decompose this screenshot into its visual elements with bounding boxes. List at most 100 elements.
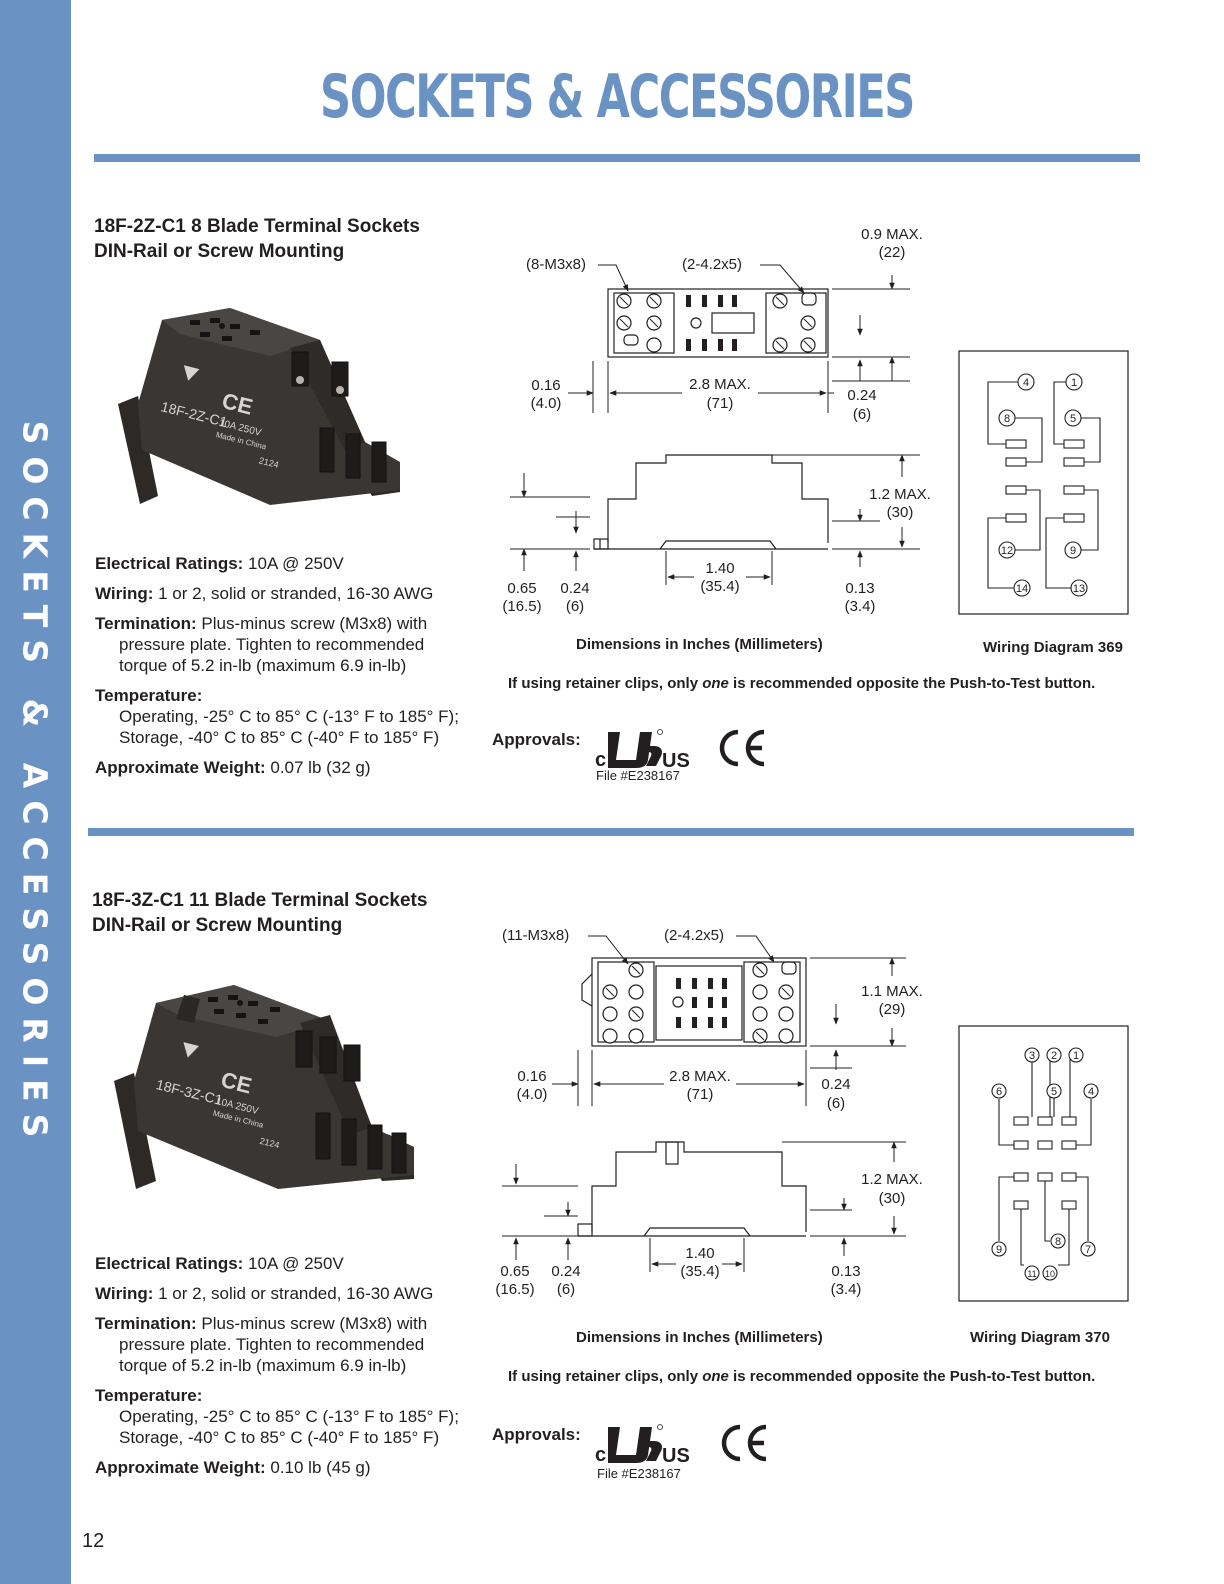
p1-height-max-mm: (22) — [879, 244, 906, 261]
electrical-value: 10A @ 250V — [243, 554, 344, 573]
weight-value: 0.07 lb (32 g) — [265, 758, 371, 777]
note-after: is recommended opposite the Push-to-Test… — [728, 1368, 1096, 1385]
product-1-photo-code: 2124 — [258, 455, 280, 470]
p1-left-offset: 0.16 — [531, 377, 560, 394]
p1-right-tab: 0.24 — [847, 387, 876, 404]
ul-c-text: c — [595, 1444, 606, 1465]
product-2-title: 18F-3Z-C1 11 Blade Terminal Sockets DIN-… — [92, 888, 427, 938]
p2-pin-5: 5 — [1051, 1086, 1057, 1098]
product-1-ce-mark-icon — [719, 729, 765, 767]
p2-height-max: 1.1 MAX. — [861, 983, 923, 1000]
product-1-approvals-label: Approvals: — [492, 730, 581, 749]
termination-line3: torque of 5.2 in-lb (maximum 6.9 in-lb) — [119, 1356, 407, 1375]
product-2-specs: Electrical Ratings: 10A @ 250V Wiring: 1… — [95, 1253, 459, 1487]
p1-pin-14: 14 — [1016, 583, 1028, 595]
product-2-ul-mark-icon: c US — [595, 1424, 690, 1465]
p2-pin-6: 6 — [996, 1086, 1002, 1098]
termination-value: Plus-minus screw (M3x8) with — [196, 1314, 428, 1333]
p1-rail-width: 1.40 — [705, 560, 734, 577]
wiring-value: 1 or 2, solid or stranded, 16-30 AWG — [153, 1284, 434, 1303]
weight-label: Approximate Weight: — [95, 758, 266, 777]
p1-rail-gap-mm: (6) — [566, 598, 584, 615]
p1-right-tab-mm: (6) — [853, 406, 871, 423]
termination-value: Plus-minus screw (M3x8) with — [196, 614, 428, 633]
p2-length-max-mm: (71) — [687, 1086, 714, 1103]
page-title: SOCKETS & ACCESSORIES — [320, 62, 915, 132]
p1-pin-9: 9 — [1070, 545, 1076, 557]
temperature-label: Temperature: — [95, 1386, 203, 1405]
product-2-retainer-note: If using retainer clips, only one is rec… — [508, 1368, 1095, 1385]
p2-pin-11: 11 — [1027, 1269, 1036, 1279]
product-2-photo: CE 18F-3Z-C1 10A 250V Made in China 2124 — [114, 985, 414, 1189]
p2-pin-4: 4 — [1088, 1086, 1094, 1098]
p1-pin-4: 4 — [1023, 377, 1029, 389]
termination-line2: pressure plate. Tighten to recommended — [119, 1335, 425, 1354]
p2-pin-2: 2 — [1051, 1050, 1057, 1062]
temperature-operating: Operating, -25° C to 85° C (-13° F to 18… — [119, 707, 459, 726]
p2-pin-3: 3 — [1029, 1050, 1035, 1062]
p1-left-offset-mm: (4.0) — [531, 395, 562, 412]
p2-pin-8: 8 — [1055, 1236, 1061, 1248]
p2-hole-callout: (2-4.2x5) — [664, 927, 724, 944]
temperature-storage: Storage, -40° C to 85° C (-40° F to 185°… — [119, 1428, 440, 1447]
side-strip: SOCKETS & ACCESSORIES — [0, 0, 71, 1584]
electrical-label: Electrical Ratings: — [95, 554, 244, 573]
p1-hole-callout: (2-4.2x5) — [682, 256, 742, 273]
weight-value: 0.10 lb (45 g) — [265, 1458, 371, 1477]
product-2-ce-mark-icon — [721, 1424, 767, 1462]
note-before: If using retainer clips, only — [508, 1368, 703, 1385]
p2-pin-10: 10 — [1045, 1269, 1055, 1279]
electrical-label: Electrical Ratings: — [95, 1254, 244, 1273]
title-rule — [94, 154, 1140, 162]
ul-us-text: US — [662, 750, 690, 770]
product-1-title: 18F-2Z-C1 8 Blade Terminal Sockets DIN-R… — [94, 214, 420, 264]
note-emphasis: one — [702, 675, 729, 692]
p2-base-height-mm: (16.5) — [495, 1281, 534, 1298]
product-2-dims-caption: Dimensions in Inches (Millimeters) — [576, 1329, 823, 1346]
product-1-ul-mark-icon: c US — [595, 729, 690, 770]
section-divider — [88, 828, 1134, 836]
product-2-photo-code: 2124 — [259, 1136, 281, 1151]
p2-height-max-mm: (29) — [879, 1001, 906, 1018]
product-1-file-number: File #E238167 — [596, 768, 680, 783]
p2-side-height-max-mm: (30) — [879, 1190, 906, 1207]
p1-side-height-max-mm: (30) — [887, 504, 914, 521]
product-1-wiring-caption: Wiring Diagram 369 — [983, 639, 1123, 656]
wiring-label: Wiring: — [95, 584, 154, 603]
product-1-title-line2: DIN-Rail or Screw Mounting — [94, 241, 345, 262]
product-1-retainer-note: If using retainer clips, only one is rec… — [508, 675, 1095, 692]
p2-pin-1: 1 — [1073, 1050, 1079, 1062]
p2-pin-9: 9 — [996, 1244, 1002, 1256]
p1-side-height-max: 1.2 MAX. — [869, 486, 931, 503]
p2-right-tab-mm: (6) — [827, 1095, 845, 1112]
wiring-label: Wiring: — [95, 1284, 154, 1303]
product-1-photo: CE 18F-2Z-C1 10A 250V Made in China 2124 — [118, 308, 400, 505]
p1-base-height: 0.65 — [507, 580, 536, 597]
p2-foot-height-mm: (3.4) — [831, 1281, 862, 1298]
note-after: is recommended opposite the Push-to-Test… — [728, 675, 1096, 692]
product-1-specs: Electrical Ratings: 10A @ 250V Wiring: 1… — [95, 553, 459, 787]
note-emphasis: one — [702, 1368, 729, 1385]
temperature-operating: Operating, -25° C to 85° C (-13° F to 18… — [119, 1407, 459, 1426]
termination-line3: torque of 5.2 in-lb (maximum 6.9 in-lb) — [119, 656, 407, 675]
p2-rail-gap: 0.24 — [551, 1263, 580, 1280]
p1-height-max: 0.9 MAX. — [861, 226, 923, 243]
wiring-value: 1 or 2, solid or stranded, 16-30 AWG — [153, 584, 434, 603]
product-2-file-number: File #E238167 — [597, 1466, 681, 1481]
temperature-label: Temperature: — [95, 686, 203, 705]
p2-rail-width: 1.40 — [685, 1245, 714, 1262]
p1-foot-height-mm: (3.4) — [845, 598, 876, 615]
p1-base-height-mm: (16.5) — [502, 598, 541, 615]
p2-right-tab: 0.24 — [821, 1076, 850, 1093]
product-1-dims-caption: Dimensions in Inches (Millimeters) — [576, 636, 823, 653]
p1-length-max: 2.8 MAX. — [689, 376, 751, 393]
p2-screw-callout: (11-M3x8) — [502, 927, 569, 944]
p1-foot-height: 0.13 — [845, 580, 874, 597]
ul-c-text: c — [595, 749, 606, 770]
p1-length-max-mm: (71) — [707, 395, 734, 412]
p2-left-offset-mm: (4.0) — [517, 1086, 548, 1103]
p2-pin-7: 7 — [1085, 1244, 1091, 1256]
termination-label: Termination: — [95, 614, 197, 633]
product-2-approvals-label: Approvals: — [492, 1425, 581, 1444]
p2-side-height-max: 1.2 MAX. — [861, 1171, 923, 1188]
